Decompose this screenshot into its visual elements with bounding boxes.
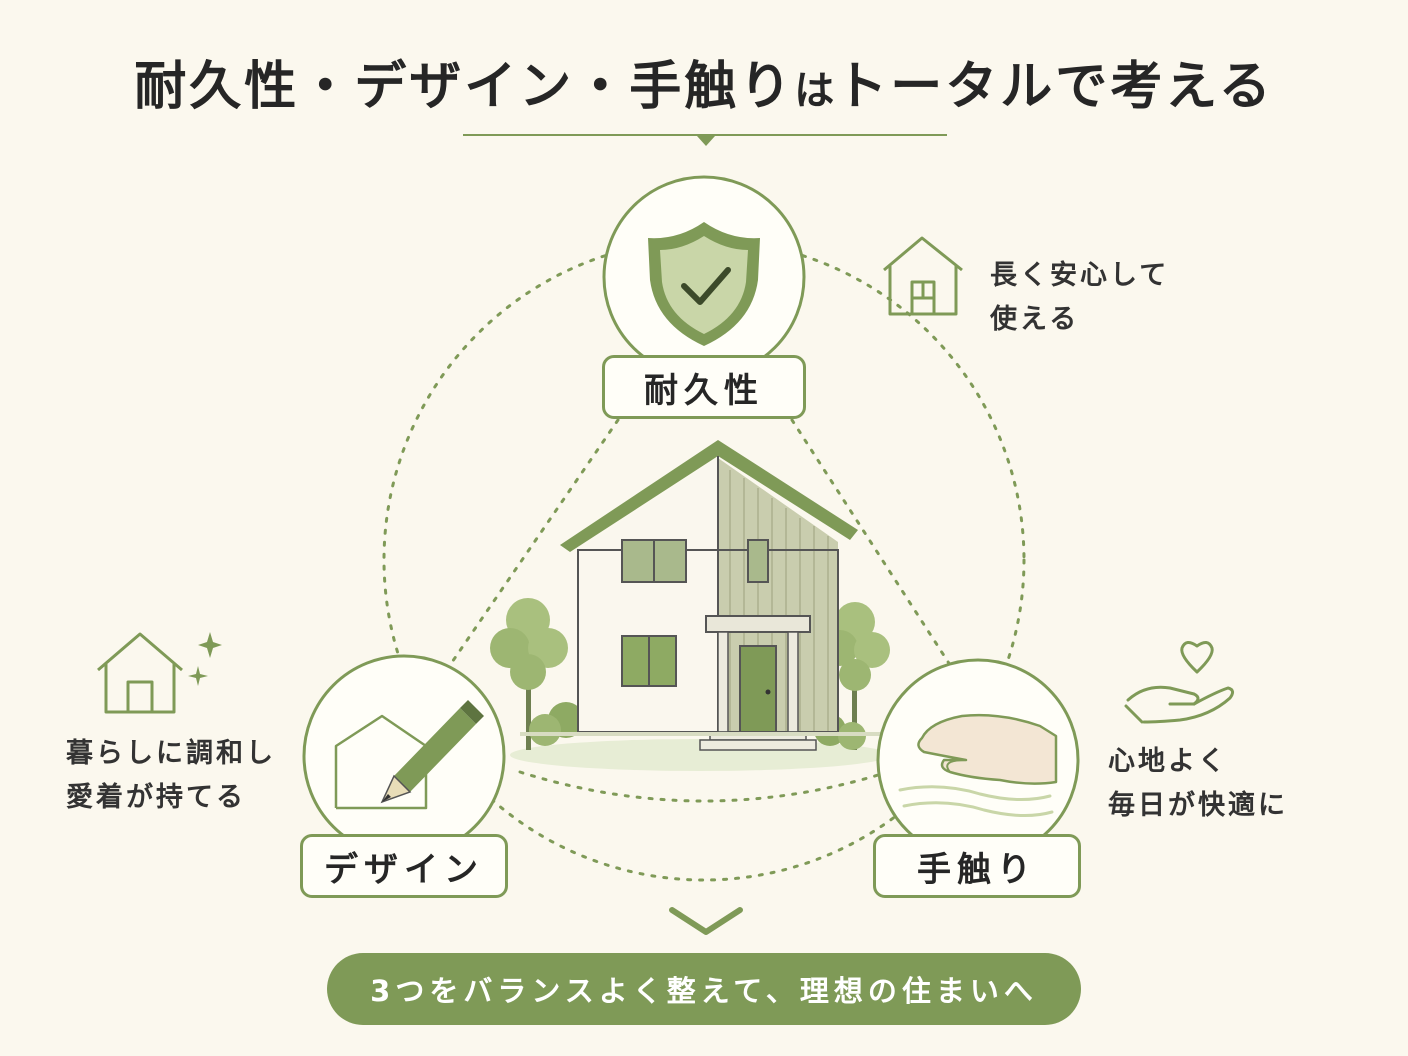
pencil-house-icon: [334, 714, 428, 810]
durability-note: 長く安心して 使える: [990, 254, 1169, 342]
design-note-line2: 愛着が持てる: [66, 782, 246, 813]
texture-note-line2: 毎日が快適に: [1108, 790, 1288, 821]
texture-note-line1: 心地よく: [1108, 746, 1228, 777]
hand-surface-icon: [898, 713, 1058, 818]
design-note: 暮らしに調和し 愛着が持てる: [66, 732, 276, 820]
house-sparkle-icon: [97, 632, 222, 714]
durability-note-line1: 長く安心して: [990, 260, 1170, 291]
cycle-dotted-ring: [382, 238, 1026, 882]
connector-lines: [446, 418, 954, 803]
title-rest: トータルで考える: [835, 57, 1274, 117]
house-outline-icon: [883, 236, 963, 316]
texture-note: 心地よく 毎日が快適に: [1108, 740, 1288, 828]
central-house-illustration: [520, 440, 900, 751]
texture-label: 手触り: [873, 834, 1081, 898]
chevron-down-icon: [669, 907, 743, 935]
design-circle: [302, 654, 506, 858]
summary-banner: 3つをバランスよく整えて、理想の住まいへ: [327, 953, 1081, 1025]
page-title: 耐久性・デザイン・手触りはトータルで考える: [0, 44, 1408, 119]
design-note-line1: 暮らしに調和し: [66, 738, 276, 769]
shield-check-icon: [648, 222, 760, 346]
durability-note-line2: 使える: [990, 304, 1080, 335]
heart-hand-icon: [1124, 641, 1235, 724]
title-main: 耐久性・デザイン・手触り: [134, 57, 795, 117]
tree-left: [490, 598, 584, 750]
title-divider: [463, 134, 947, 136]
durability-label: 耐久性: [602, 355, 806, 419]
divider-arrow-icon: [697, 136, 715, 146]
pencil-icon: [380, 700, 484, 804]
title-particle: は: [794, 68, 836, 114]
summary-text: 3つをバランスよく整えて、理想の住まいへ: [370, 974, 1038, 1008]
design-label: デザイン: [300, 834, 508, 898]
